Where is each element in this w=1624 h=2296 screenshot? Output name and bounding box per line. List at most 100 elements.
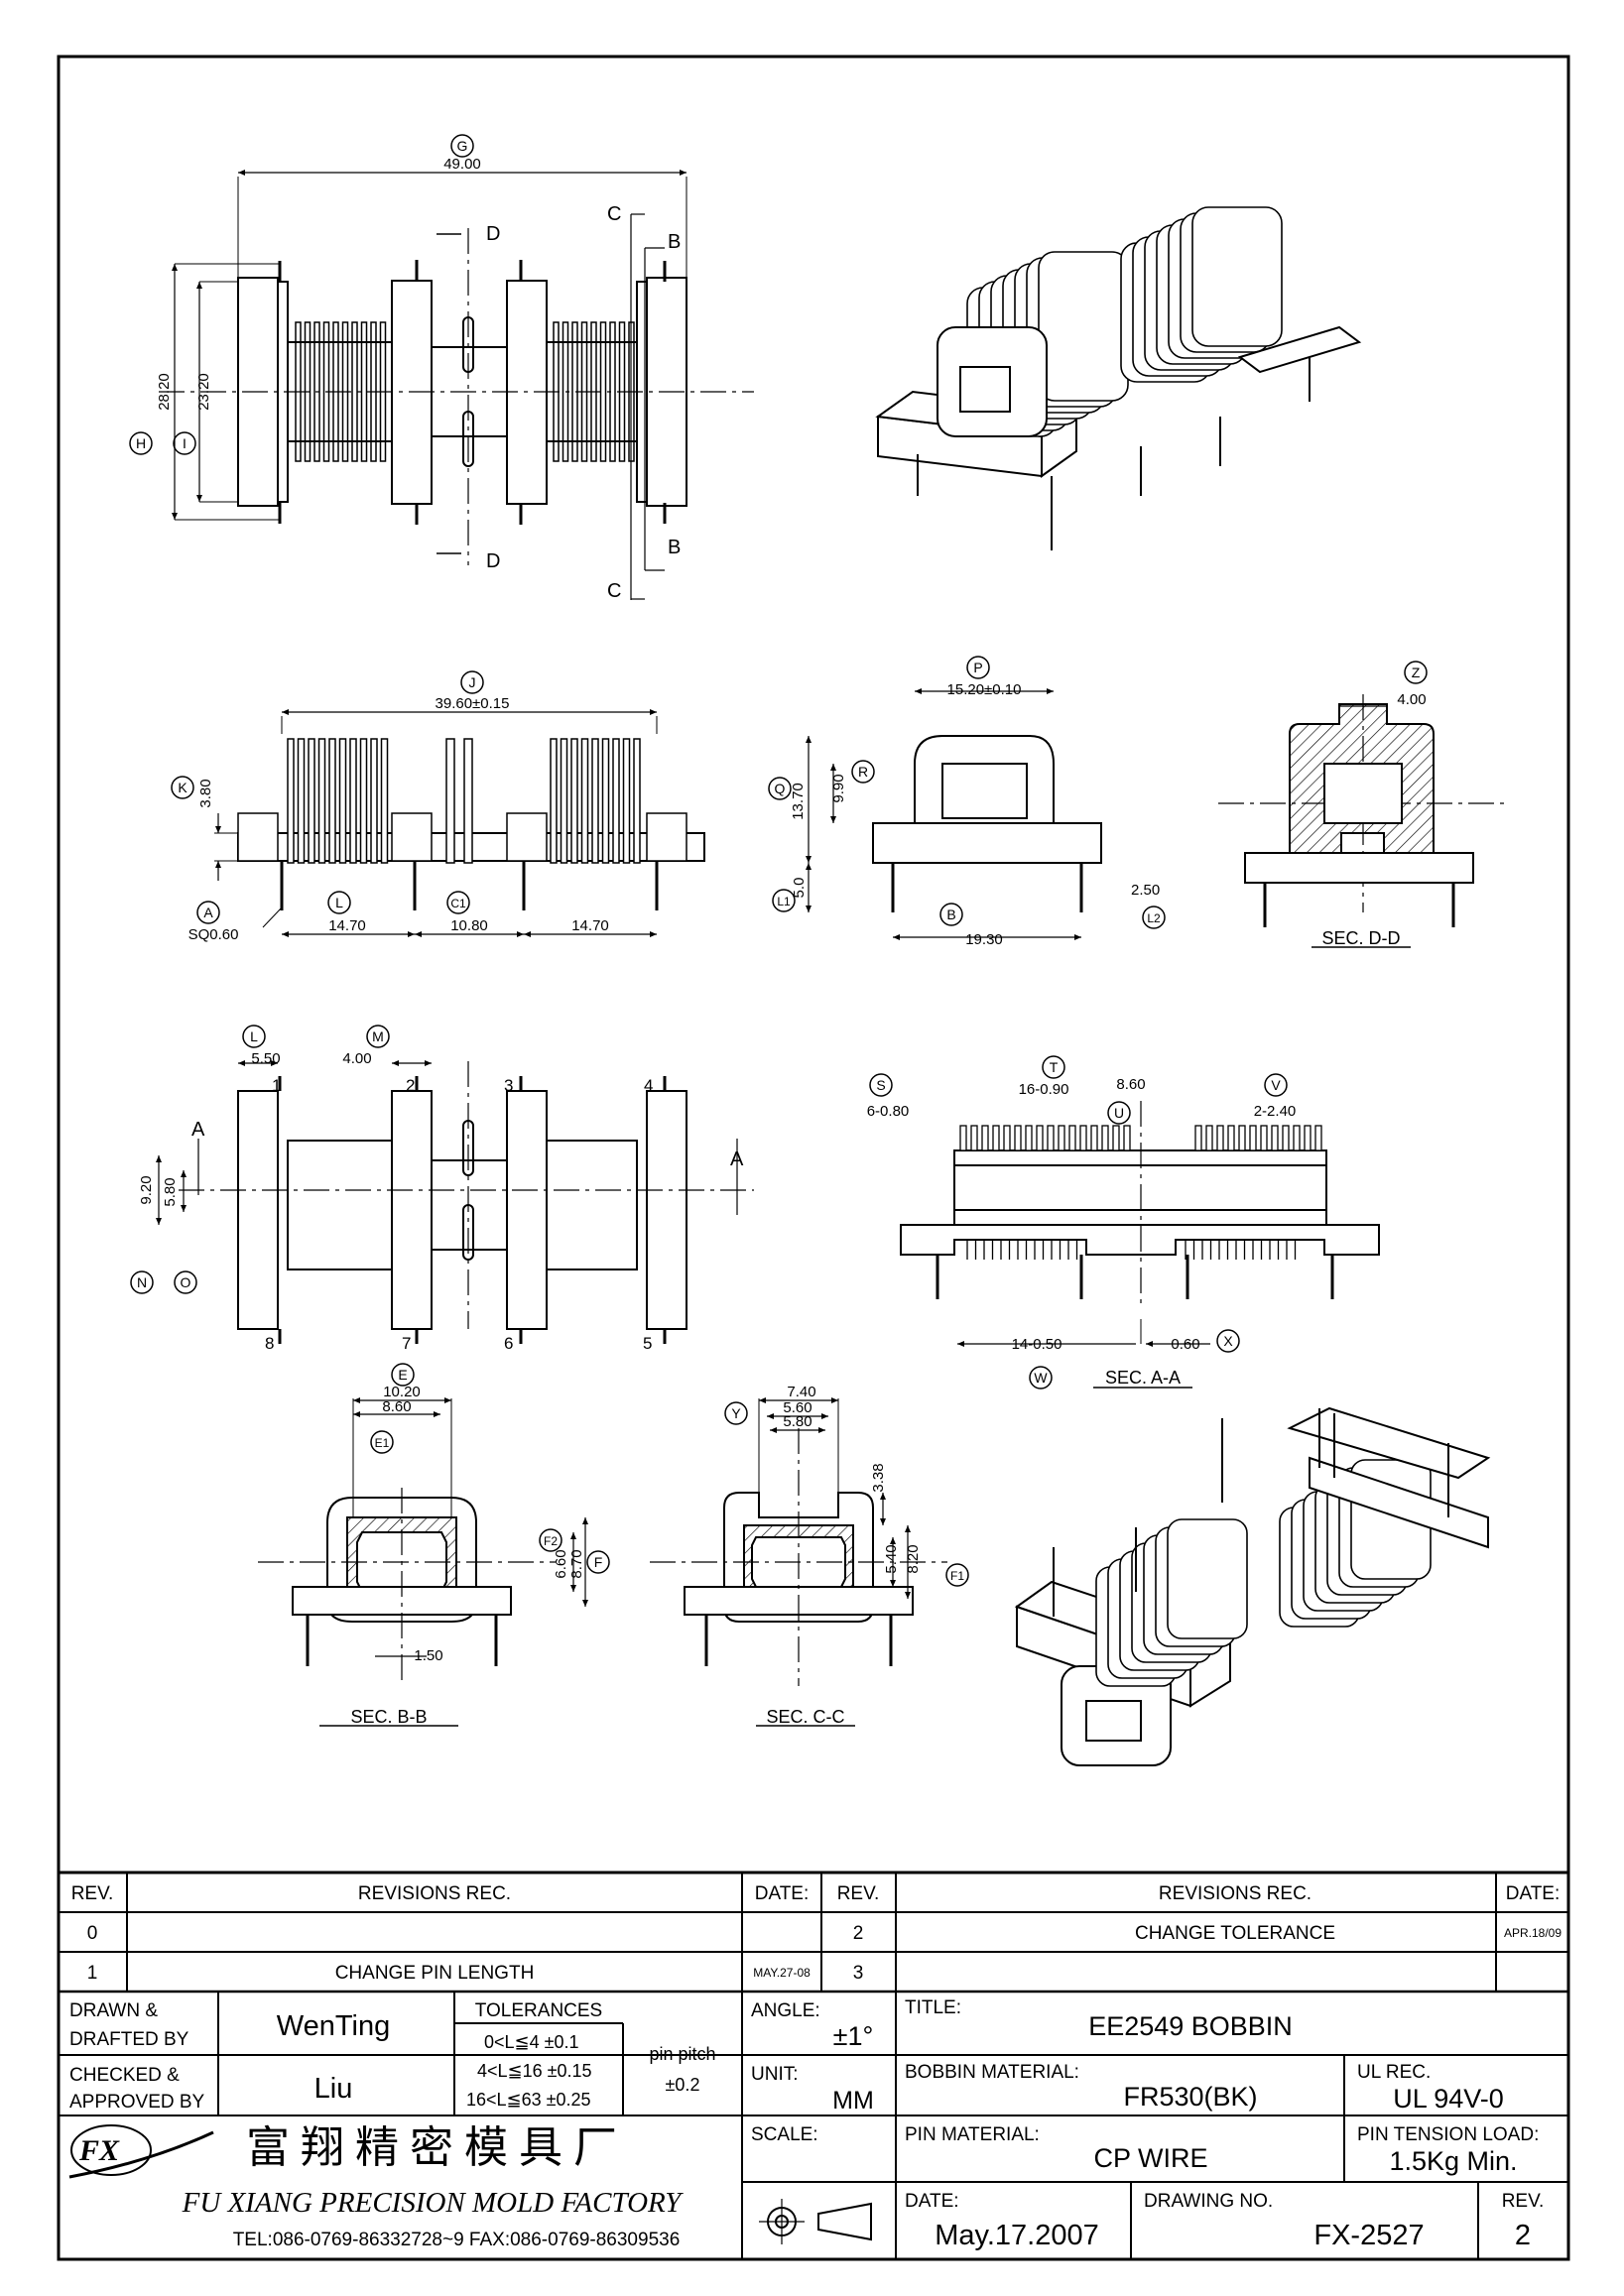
drawing-line — [1314, 1125, 1322, 1151]
drawing-line — [1038, 251, 1129, 402]
drawing-line — [959, 1125, 967, 1151]
drawing-line — [313, 321, 320, 462]
drawing-line — [633, 738, 641, 864]
dim-l2-value: 2.50 — [1131, 882, 1160, 899]
pin-pitch-label: pin pitch — [649, 2044, 715, 2064]
letter-e: E — [398, 1367, 407, 1383]
drawing-line — [463, 738, 473, 864]
sec-bb-label: SEC. B-B — [350, 1707, 427, 1727]
letter-r: R — [858, 764, 868, 780]
isometric-view-top — [875, 206, 1362, 550]
date-header: DATE: — [755, 1883, 810, 1904]
letter-m: M — [372, 1028, 384, 1044]
drawing-line — [601, 738, 610, 864]
letter-n: N — [137, 1274, 147, 1290]
drawing-line — [1079, 1125, 1087, 1151]
rev2-row-0: 2 — [853, 1923, 864, 1944]
dim-l-left-value: 14.70 — [328, 917, 366, 934]
letter-e1: E1 — [375, 1436, 390, 1450]
letter-t: T — [1050, 1059, 1059, 1075]
drawing-line — [1260, 1125, 1268, 1151]
drawing-line — [295, 321, 302, 462]
section-c-c-labels: Y 7.40 5.60 5.80 3.38 5.40 8.20 F1 SEC. … — [724, 1384, 969, 1727]
dim-o-value: 5.80 — [162, 1177, 179, 1206]
dim-l1-value: 5.0 — [791, 878, 808, 899]
unit-value: MM — [832, 2087, 874, 2115]
letter-l-bottom: L — [250, 1028, 258, 1044]
drawing-line — [1271, 1125, 1279, 1151]
drawing-line — [981, 1125, 989, 1151]
tol-line-3: 16<L≦63 ±0.25 — [466, 2090, 591, 2110]
cut-d-top: D — [486, 223, 500, 245]
drawing-line — [1227, 1125, 1235, 1151]
drawn-label-1: DRAWN & — [69, 2000, 158, 2021]
letter-c1: C1 — [450, 897, 466, 910]
drawing-line — [1304, 1125, 1312, 1151]
drawing-line — [580, 738, 589, 864]
cut-d-bottom: D — [486, 550, 500, 572]
rev-header: REV. — [71, 1883, 114, 1904]
drawn-label-2: DRAFTED BY — [69, 2029, 189, 2050]
dim-v-value: 2-2.40 — [1254, 1103, 1297, 1120]
drawing-line — [445, 738, 455, 864]
drawing-line — [571, 321, 578, 462]
pin-2: 2 — [406, 1076, 415, 1095]
rec2-row-0: CHANGE TOLERANCE — [1135, 1923, 1335, 1944]
dim-r-value: 9.90 — [830, 774, 847, 802]
cut-a-right: A — [730, 1148, 744, 1170]
drawing-line — [599, 321, 607, 462]
bobbin-material-label: BOBBIN MATERIAL: — [905, 2062, 1079, 2083]
letter-i: I — [183, 435, 187, 451]
drawing-line — [618, 321, 626, 462]
dim-z-value: 4.00 — [1397, 691, 1426, 708]
drawing-no-value: FX-2527 — [1313, 2220, 1424, 2251]
dim-t-value: 16-0.90 — [1019, 1081, 1069, 1098]
ul-label: UL REC. — [1357, 2062, 1431, 2083]
drawing-line — [359, 738, 368, 864]
date-label: DATE: — [905, 2191, 959, 2212]
dim-g-value: 49.00 — [443, 156, 481, 173]
dim-q-value: 13.70 — [790, 783, 807, 820]
side-view — [214, 709, 705, 937]
section-c-c — [650, 1397, 947, 1727]
dim-f-value: 8.70 — [568, 1549, 585, 1578]
drawing-line — [580, 321, 588, 462]
dim-540-value: 5.40 — [883, 1544, 900, 1573]
dim-f1-value: 8.20 — [905, 1544, 922, 1573]
drawing-line — [1112, 1125, 1120, 1151]
drawing-line — [297, 738, 306, 864]
pin-tension-value: 1.5Kg Min. — [1389, 2146, 1517, 2176]
drawing-line — [1191, 206, 1283, 347]
dim-s-value: 6-0.80 — [867, 1103, 910, 1120]
top-view-labels: G 49.00 H 28.20 I 23.20 D D C C B B — [129, 134, 681, 602]
dim-base-value: 1.50 — [414, 1647, 442, 1664]
dim-y-value: 7.40 — [787, 1384, 815, 1400]
cut-b-top: B — [668, 231, 681, 253]
drawing-line — [570, 738, 578, 864]
drawing-line — [328, 738, 336, 864]
letter-h: H — [136, 435, 146, 451]
letter-g: G — [457, 138, 468, 154]
drawing-line — [287, 738, 295, 864]
pin-5: 5 — [643, 1334, 652, 1353]
side-view-labels: J 39.60±0.15 K 3.80 A SQ0.60 L 14.70 C1 … — [171, 670, 609, 943]
drawing-line — [304, 321, 312, 462]
angle-value: ±1° — [833, 2021, 874, 2051]
drawing-line — [349, 738, 357, 864]
pin-pitch-value: ±0.2 — [666, 2075, 700, 2095]
letter-x: X — [1223, 1333, 1233, 1349]
letter-l1: L1 — [777, 895, 791, 908]
sheet-border — [57, 55, 1570, 2261]
date-header-2: DATE: — [1506, 1883, 1561, 1904]
drawing-line — [391, 812, 433, 862]
company-cn: 富 翔 精 密 模 具 厂 — [246, 2123, 617, 2172]
dim-u-value: 8.60 — [1116, 1076, 1145, 1093]
letter-p: P — [973, 660, 982, 675]
letter-k: K — [178, 780, 187, 795]
isometric-view-bottom — [1014, 1406, 1491, 1766]
dim-l-right-value: 14.70 — [571, 917, 609, 934]
pin-1: 1 — [272, 1076, 281, 1095]
drawing-line — [1293, 1125, 1301, 1151]
cut-b-bottom: B — [668, 537, 681, 558]
